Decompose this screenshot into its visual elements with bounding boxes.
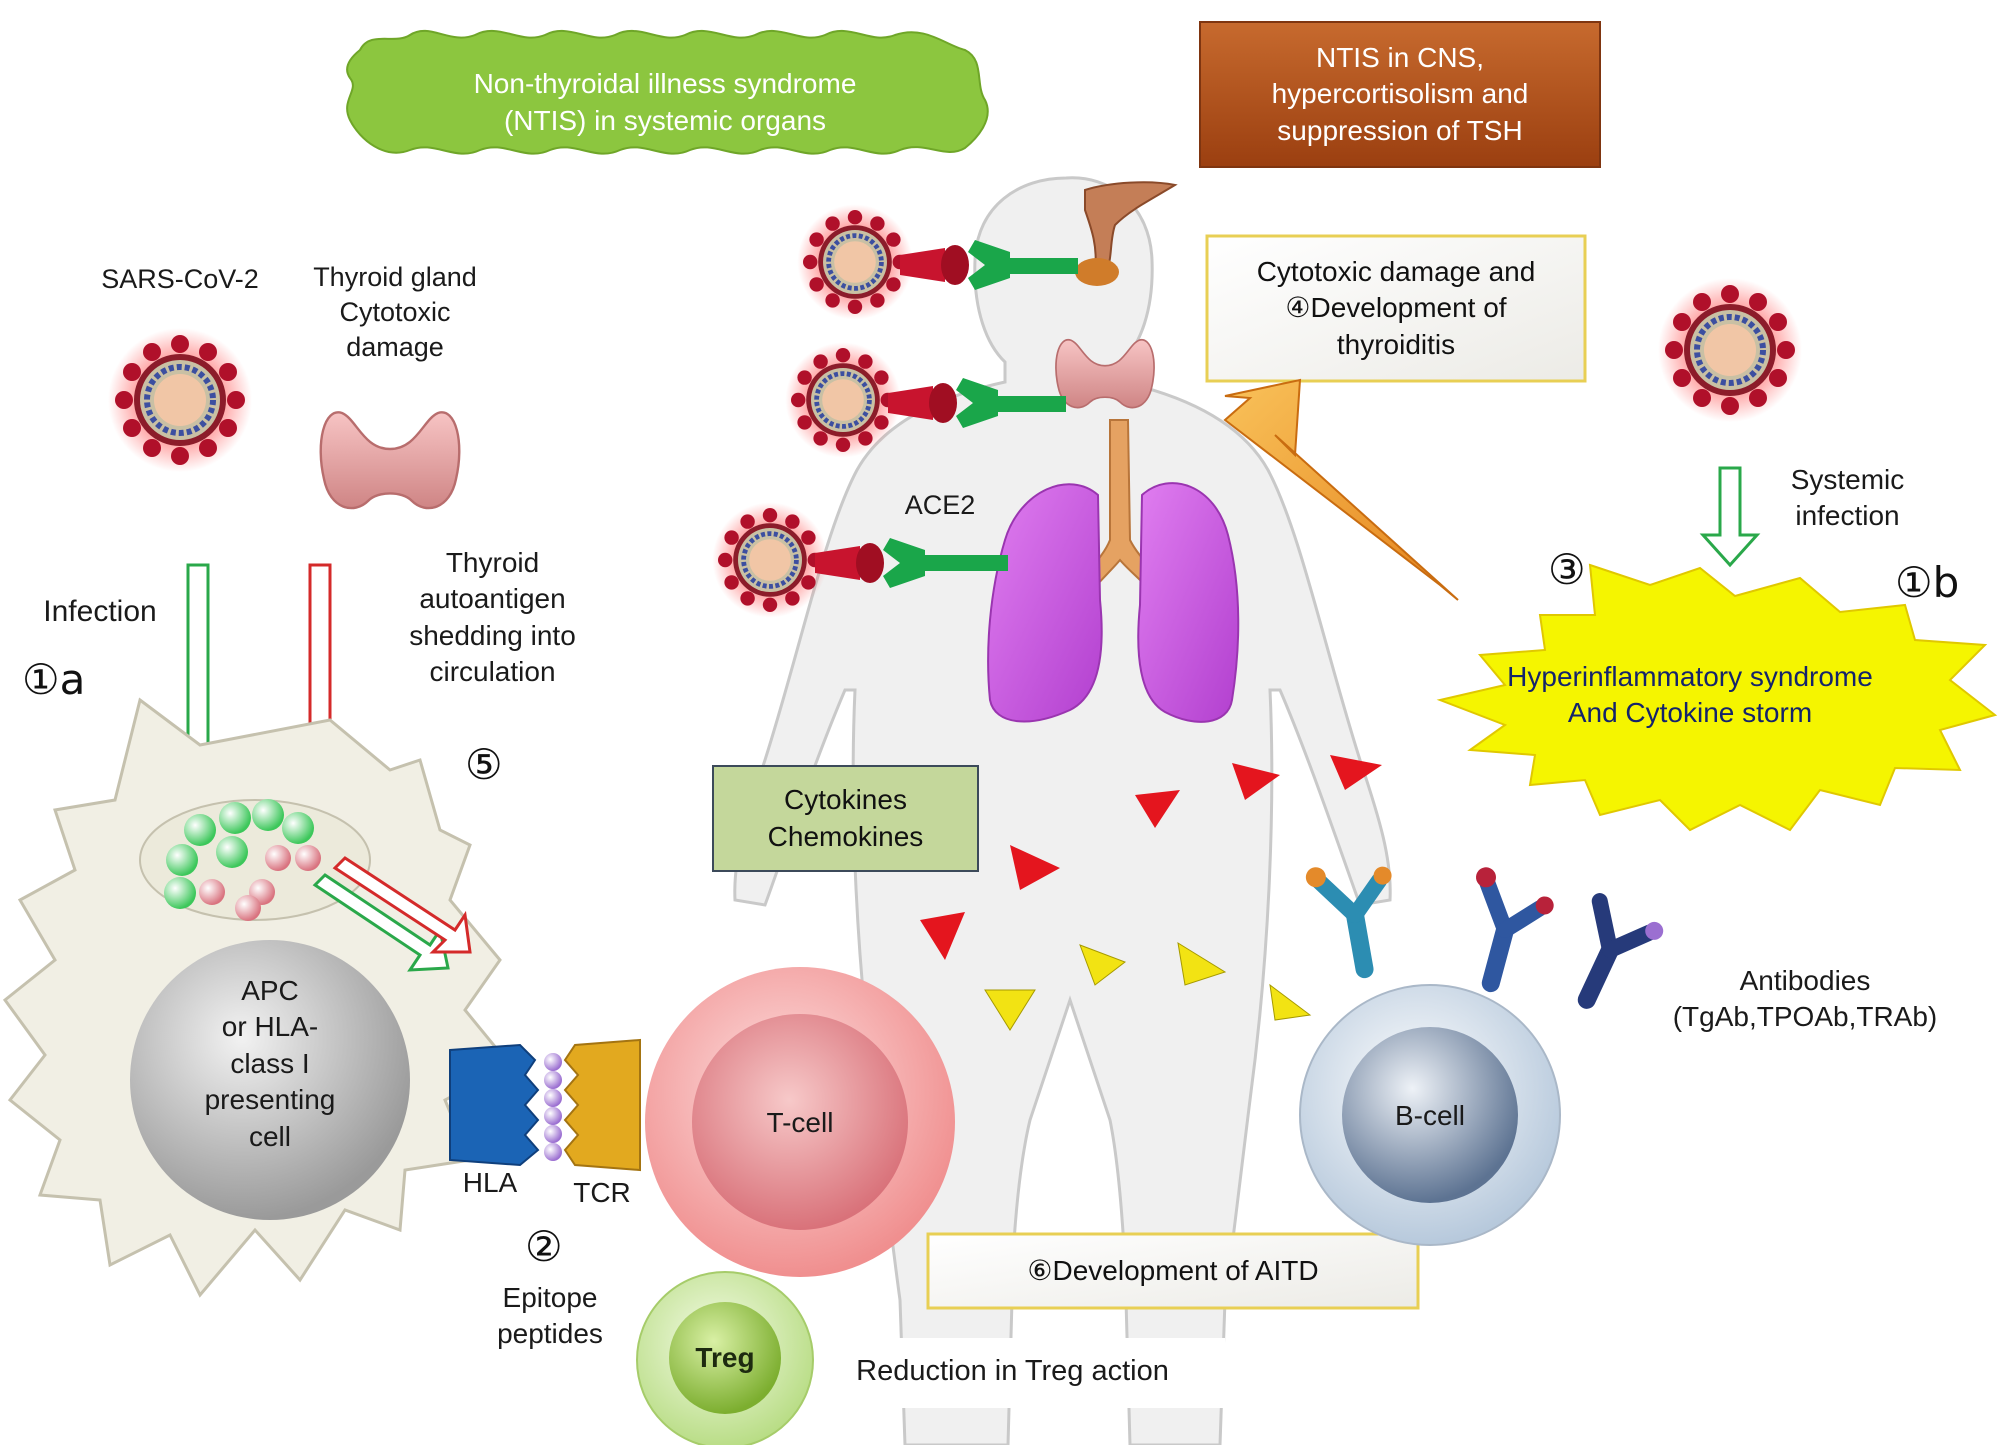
aitd-label: ⑥Development of AITD	[1027, 1254, 1319, 1286]
sars-cov2-label: SARS-CoV-2	[101, 264, 259, 294]
systemic-infection-label: Systemic infection	[1790, 464, 1905, 532]
antibody-3	[1577, 893, 1664, 1009]
thyroiditis-label: Cytotoxic damage and ④Development of thy…	[1256, 255, 1536, 360]
tcr-label: TCR	[573, 1177, 631, 1208]
thyroid-gland-icon	[319, 411, 461, 510]
cytokines-box	[712, 765, 979, 872]
step-1a-label: ①a	[22, 655, 86, 704]
antibody-1	[1305, 866, 1392, 979]
ace2-receptor-thyroid	[888, 378, 1066, 428]
treg-reduction-backdrop	[830, 1338, 1225, 1408]
yellow-cytokine-triangles	[984, 941, 1312, 1031]
ntis-systemic-cloud	[346, 29, 989, 155]
tcell-label: T-cell	[766, 1107, 834, 1138]
epitope-label: Epitope peptides	[497, 1282, 603, 1350]
ace2-receptor-lung	[815, 538, 1008, 588]
sars-cov2-virus-left	[108, 328, 252, 472]
aitd-box	[926, 1232, 1420, 1310]
thyroid-gland-label: Thyroid gland Cytotoxic damage	[313, 262, 477, 363]
ace2-label: ACE2	[904, 490, 976, 520]
ntis-systemic-label: Non-thyroidal illness syndrome (NTIS) in…	[473, 68, 857, 136]
autoantigen-label: Thyroid autoantigen shedding into circul…	[409, 547, 576, 688]
orange-arrow	[1223, 378, 1459, 601]
bcell-label: B-cell	[1394, 1100, 1465, 1131]
apc-label: APC or HLA- class I presenting cell	[204, 975, 336, 1152]
step-5-label: ⑤	[465, 740, 503, 789]
tcell-inner	[692, 1014, 908, 1230]
bcell-inner	[1342, 1027, 1518, 1203]
treg-reduction-label: Reduction in Treg action	[856, 1355, 1169, 1387]
virus-lung	[712, 502, 827, 617]
ace2-receptor-pituitary	[900, 240, 1078, 290]
infection-label: Infection	[43, 595, 157, 628]
right-lung	[1137, 482, 1240, 723]
virus-thyroid	[785, 342, 900, 457]
ntis-cns-label: NTIS in CNS, hypercortisolism and suppre…	[1271, 41, 1529, 146]
sars-cov2-virus-right	[1658, 278, 1802, 422]
cytokines-label: Cytokines Chemokines	[767, 784, 924, 852]
antigen-processing-arrows	[312, 856, 472, 972]
antibodies-label: Antibodies (TgAb,TPOAb,TRAb)	[1672, 965, 1938, 1033]
step-2-label: ②	[525, 1222, 563, 1271]
hla-tcr-complex	[449, 1038, 641, 1172]
red-cytokine-triangles	[920, 755, 1382, 960]
antibody-2	[1475, 867, 1554, 993]
treg-inner	[669, 1302, 781, 1414]
ntis-cns-box	[1199, 21, 1601, 168]
hyperinflammatory-label: Hyperinflammatory syndrome And Cytokine …	[1507, 660, 1873, 728]
step-1b-label: ①b	[1895, 558, 1960, 607]
treg-label: Treg	[695, 1342, 755, 1373]
thyroiditis-box	[1205, 234, 1587, 383]
left-lung	[987, 483, 1103, 723]
cytokine-storm-starburst	[1436, 563, 1998, 832]
apc-nucleus	[130, 940, 410, 1220]
pituitary-gland	[1075, 258, 1119, 286]
hla-label: HLA	[462, 1167, 518, 1198]
step-3-label: ③	[1548, 545, 1586, 594]
pituitary-structure	[1084, 181, 1178, 269]
systemic-infection-arrow	[1699, 466, 1761, 568]
virus-pituitary	[797, 204, 912, 319]
vesicle-particles	[164, 799, 321, 921]
